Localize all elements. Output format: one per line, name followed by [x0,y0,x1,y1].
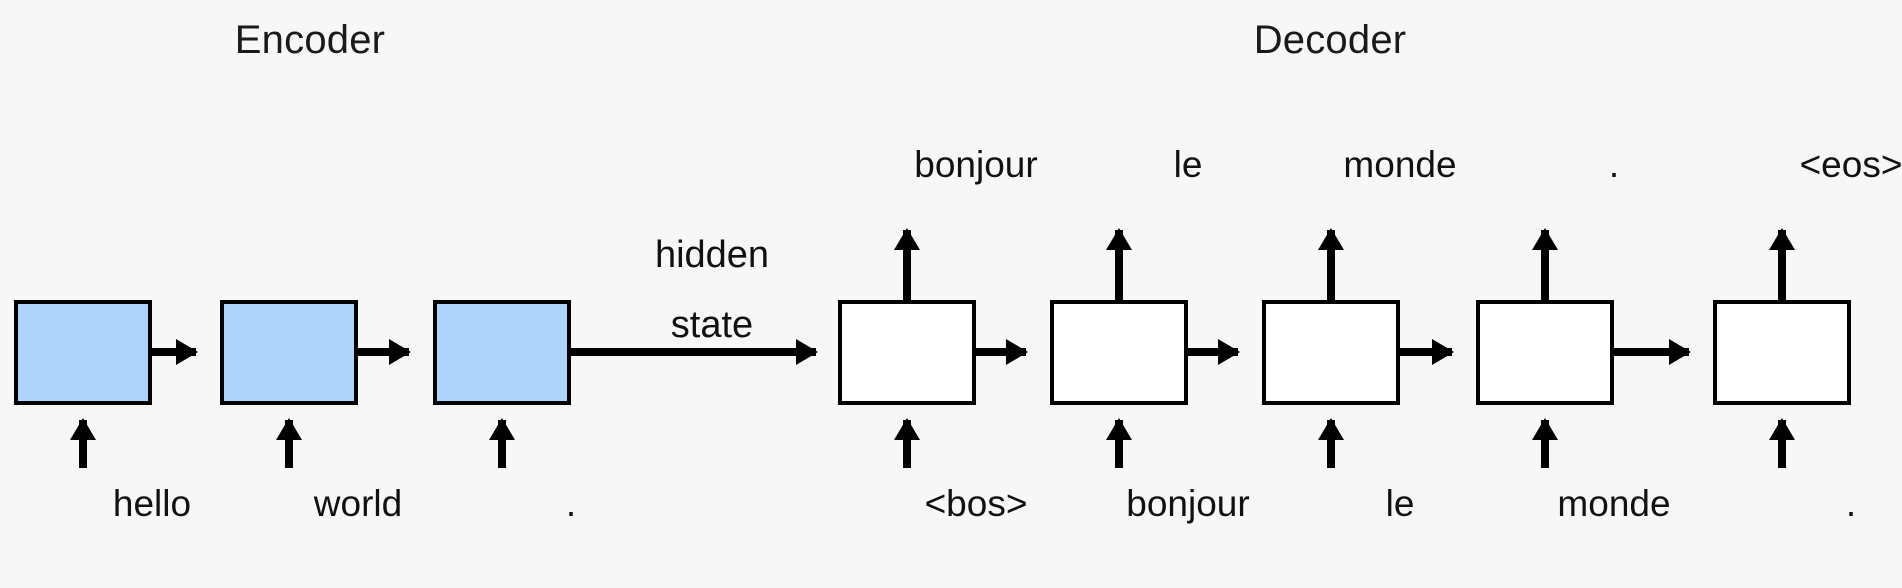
decoder-recurrence-arrow-3-4 [1400,348,1452,356]
encoder-recurrence-arrow-1-2 [152,348,196,356]
decoder-input-token-2: bonjour [1126,483,1250,524]
decoder-input-token-5: . [1845,483,1857,524]
encoder-input-token-2: world [313,483,403,524]
decoder-cell-4[interactable] [1476,300,1614,405]
decoder-input-arrow-4 [1541,420,1549,468]
decoder-output-token-5: <eos> [1799,144,1902,185]
decoder-cell-5[interactable] [1713,300,1851,405]
decoder-section-title: Decoder [1253,18,1407,62]
decoder-output-token-4: . [1608,144,1620,185]
decoder-cell-3[interactable] [1262,300,1400,405]
decoder-recurrence-arrow-2-3 [1188,348,1238,356]
decoder-output-token-3: monde [1343,144,1457,185]
encoder-section-title: Encoder [234,18,386,62]
decoder-input-arrow-2 [1115,420,1123,468]
hidden-state-label-line2: state [670,304,754,346]
decoder-output-arrow-1 [903,230,911,302]
encoder-cell-1[interactable] [14,300,152,405]
encoder-cell-3[interactable] [433,300,571,405]
decoder-output-token-1: bonjour [914,144,1038,185]
decoder-recurrence-arrow-1-2 [976,348,1026,356]
encoder-input-arrow-3 [498,420,506,468]
decoder-cell-1[interactable] [838,300,976,405]
decoder-input-token-3: le [1385,483,1415,524]
decoder-output-token-2: le [1173,144,1203,185]
decoder-input-arrow-5 [1778,420,1786,468]
decoder-output-arrow-3 [1327,230,1335,302]
decoder-output-arrow-5 [1778,230,1786,302]
decoder-input-token-1: <bos> [924,483,1028,524]
encoder-input-arrow-1 [79,420,87,468]
encoder-recurrence-arrow-2-3 [358,348,409,356]
decoder-input-arrow-1 [903,420,911,468]
decoder-output-arrow-4 [1541,230,1549,302]
hidden-state-label-line1: hidden [654,234,770,276]
decoder-cell-2[interactable] [1050,300,1188,405]
encoder-input-token-1: hello [112,483,192,524]
decoder-output-arrow-2 [1115,230,1123,302]
decoder-recurrence-arrow-4-5 [1614,348,1689,356]
decoder-input-token-4: monde [1557,483,1671,524]
encoder-input-token-3: . [565,483,577,524]
encoder-input-arrow-2 [285,420,293,468]
hidden-state-arrow [570,348,816,356]
encoder-cell-2[interactable] [220,300,358,405]
decoder-input-arrow-3 [1327,420,1335,468]
